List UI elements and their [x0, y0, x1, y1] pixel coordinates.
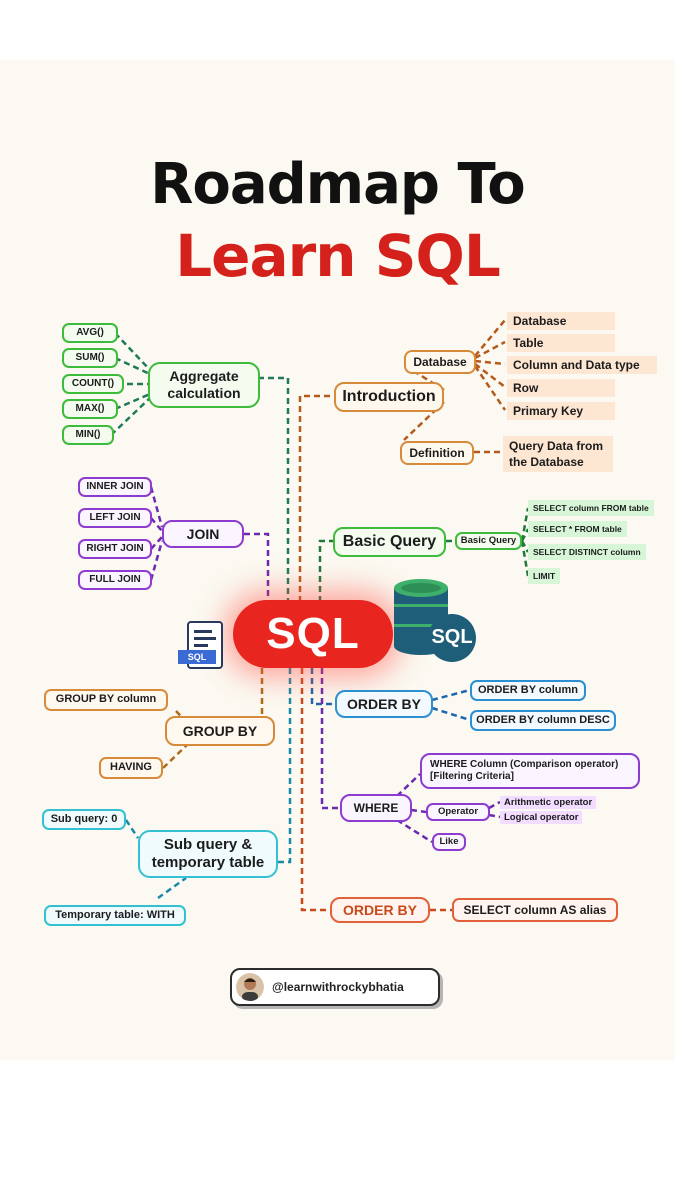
intro-item-row: Row	[507, 379, 615, 397]
aggregate-item-max: MAX()	[62, 399, 118, 419]
aggregate-node: Aggregate calculation	[148, 362, 260, 408]
group-by-node: GROUP BY	[165, 716, 275, 746]
intro-item-primary-key: Primary Key	[507, 402, 615, 420]
subquery-item-with: Temporary table: WITH	[44, 905, 186, 926]
author-handle[interactable]: @learnwithrockybhatia	[230, 968, 440, 1006]
definition-detail: Query Data from the Database	[503, 436, 613, 473]
bottom-band	[0, 1060, 675, 1200]
title-line-1: Roadmap To	[150, 152, 525, 217]
title-line-2: Learn SQL	[175, 222, 501, 290]
order-by-item-desc: ORDER BY column DESC	[470, 710, 616, 731]
basic-query-item-limit: LIMIT	[528, 568, 561, 584]
intro-item-database: Database	[507, 312, 615, 330]
where-node: WHERE	[340, 794, 412, 822]
subquery-connectors	[124, 668, 292, 900]
top-band	[0, 0, 675, 60]
document-badge-label: SQL	[187, 652, 207, 662]
basic-query-item-distinct: SELECT DISTINCT column	[528, 544, 646, 560]
aggregate-item-min: MIN()	[62, 425, 114, 445]
join-item-left: LEFT JOIN	[78, 508, 152, 528]
operator-item-logical: Logical operator	[500, 811, 583, 824]
join-item-full: FULL JOIN	[78, 570, 152, 590]
order-by-item-column: ORDER BY column	[470, 680, 586, 701]
sql-document-icon	[178, 621, 223, 669]
aggregate-item-count: COUNT()	[62, 374, 124, 394]
order-by-node: ORDER BY	[335, 690, 433, 718]
group-by-item-column: GROUP BY column	[44, 689, 168, 711]
sql-core-node: SQL	[233, 600, 393, 668]
join-connectors	[149, 486, 270, 604]
definition-node: Definition	[400, 441, 474, 465]
intro-item-table: Table	[507, 334, 615, 352]
database-cylinder-icon	[394, 579, 476, 662]
join-item-right: RIGHT JOIN	[78, 539, 152, 559]
order-by-connectors	[310, 668, 471, 722]
basic-query-connectors	[318, 507, 530, 602]
avatar	[236, 973, 264, 1001]
alias-connectors	[300, 668, 452, 912]
where-item-like: Like	[432, 833, 466, 851]
avatar-photo	[236, 973, 264, 1001]
database-node: Database	[404, 350, 476, 374]
join-item-inner: INNER JOIN	[78, 477, 152, 497]
join-node: JOIN	[162, 520, 244, 548]
introduction-connectors	[298, 319, 507, 602]
intro-item-column: Column and Data type	[507, 356, 657, 374]
basic-query-sub-node: Basic Query	[455, 532, 522, 550]
basic-query-item-select-from: SELECT column FROM table	[528, 500, 654, 516]
database-badge-label: SQL	[431, 626, 473, 648]
aggregate-item-sum: SUM()	[62, 348, 118, 368]
where-connectors	[320, 668, 501, 844]
subquery-item-0: Sub query: 0	[42, 809, 126, 830]
basic-query-item-select-star: SELECT * FROM table	[528, 521, 627, 537]
where-condition: WHERE Column (Comparison operator) [Filt…	[420, 753, 640, 789]
group-by-item-having: HAVING	[99, 757, 163, 779]
operator-node: Operator	[426, 803, 490, 821]
basic-query-node: Basic Query	[333, 527, 446, 557]
subquery-node: Sub query & temporary table	[138, 830, 278, 878]
author-handle-text: @learnwithrockybhatia	[272, 980, 404, 994]
order-by-alias-node: ORDER BY	[330, 897, 430, 923]
aggregate-item-avg: AVG()	[62, 323, 118, 343]
introduction-node: Introduction	[334, 382, 444, 412]
order-by-alias-detail: SELECT column AS alias	[452, 898, 618, 922]
operator-item-arithmetic: Arithmetic operator	[500, 796, 597, 809]
